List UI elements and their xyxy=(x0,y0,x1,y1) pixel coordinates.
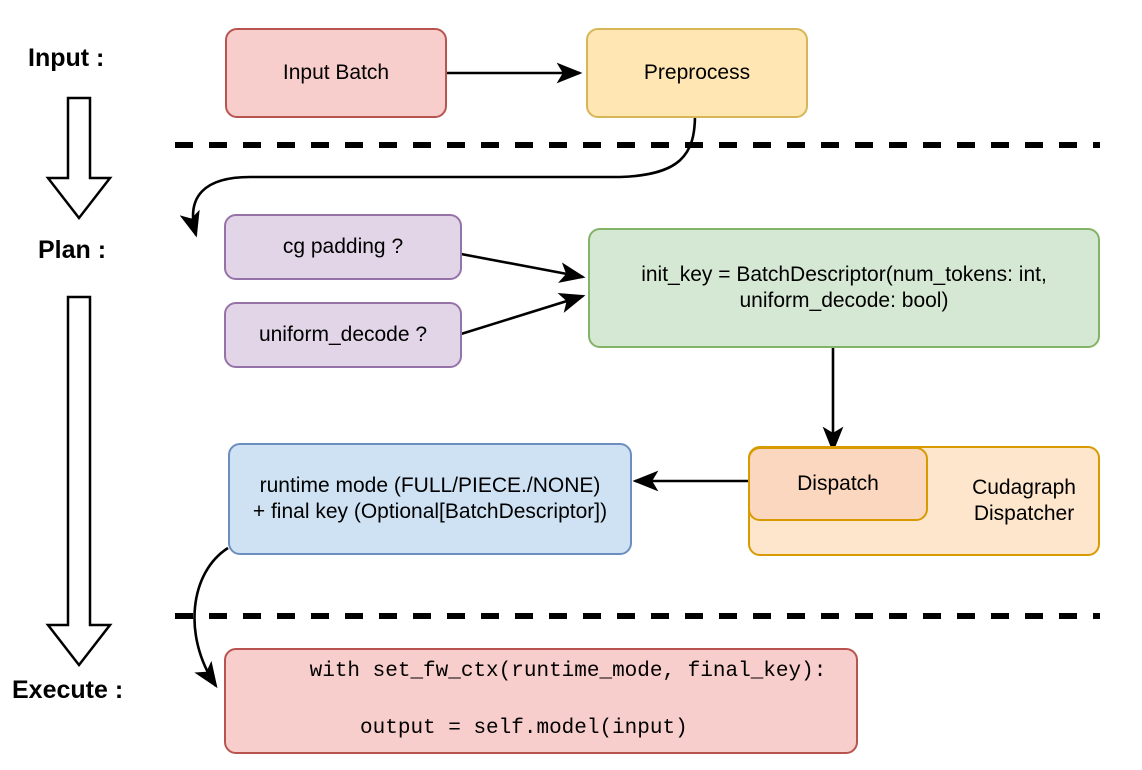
stage-label-plan: Plan : xyxy=(38,236,107,264)
node-uniform-decode-label: uniform_decode ? xyxy=(258,323,428,347)
node-dispatch-label: Dispatch xyxy=(797,472,879,496)
node-execute-code-text: with set_fw_ctx(runtime_mode, final_key)… xyxy=(234,630,827,770)
node-preprocess-label: Preprocess xyxy=(643,61,751,85)
node-input-batch[interactable]: Input Batch xyxy=(225,28,447,118)
node-cudagraph-dispatcher-line2: Dispatcher xyxy=(973,502,1075,525)
edge-uniform-decode-to-init-key xyxy=(460,293,586,336)
node-cg-padding[interactable]: cg padding ? xyxy=(224,214,462,280)
node-init-key-line2: uniform_decode: bool) xyxy=(739,289,949,312)
node-runtime-mode-line2: + final key (Optional[BatchDescriptor]) xyxy=(252,500,608,523)
edge-cg-padding-to-init-key xyxy=(460,252,586,283)
input-to-plan-arrow xyxy=(45,96,113,221)
node-uniform-decode[interactable]: uniform_decode ? xyxy=(224,302,462,368)
node-cudagraph-dispatcher-line1: Cudagraph xyxy=(972,476,1076,500)
node-execute-code-line1: with set_fw_ctx(runtime_mode, final_key)… xyxy=(309,660,827,684)
node-cg-padding-label: cg padding ? xyxy=(282,235,404,259)
node-dispatch[interactable]: Dispatch xyxy=(748,447,928,521)
node-runtime-mode-line1: runtime mode (FULL/PIECE./NONE) xyxy=(259,474,601,498)
node-execute-code-line2: output = self.model(input) xyxy=(309,717,688,741)
node-preprocess[interactable]: Preprocess xyxy=(586,28,808,118)
node-init-key-text: init_key = BatchDescriptor(num_tokens: i… xyxy=(641,262,1047,313)
stage-label-input: Input : xyxy=(28,44,105,72)
node-init-key[interactable]: init_key = BatchDescriptor(num_tokens: i… xyxy=(588,228,1100,348)
node-runtime-mode[interactable]: runtime mode (FULL/PIECE./NONE) + final … xyxy=(228,443,632,555)
node-execute-code[interactable]: with set_fw_ctx(runtime_mode, final_key)… xyxy=(224,648,858,754)
edge-runtime-mode-to-execute-code xyxy=(193,546,229,689)
node-cudagraph-dispatcher-label: Cudagraph Dispatcher xyxy=(972,475,1076,526)
node-init-key-line1: init_key = BatchDescriptor(num_tokens: i… xyxy=(641,263,1047,287)
stage-label-execute: Execute : xyxy=(12,676,124,704)
node-runtime-mode-text: runtime mode (FULL/PIECE./NONE) + final … xyxy=(253,473,607,524)
node-input-batch-label: Input Batch xyxy=(282,61,390,85)
plan-to-execute-arrow xyxy=(45,295,113,668)
